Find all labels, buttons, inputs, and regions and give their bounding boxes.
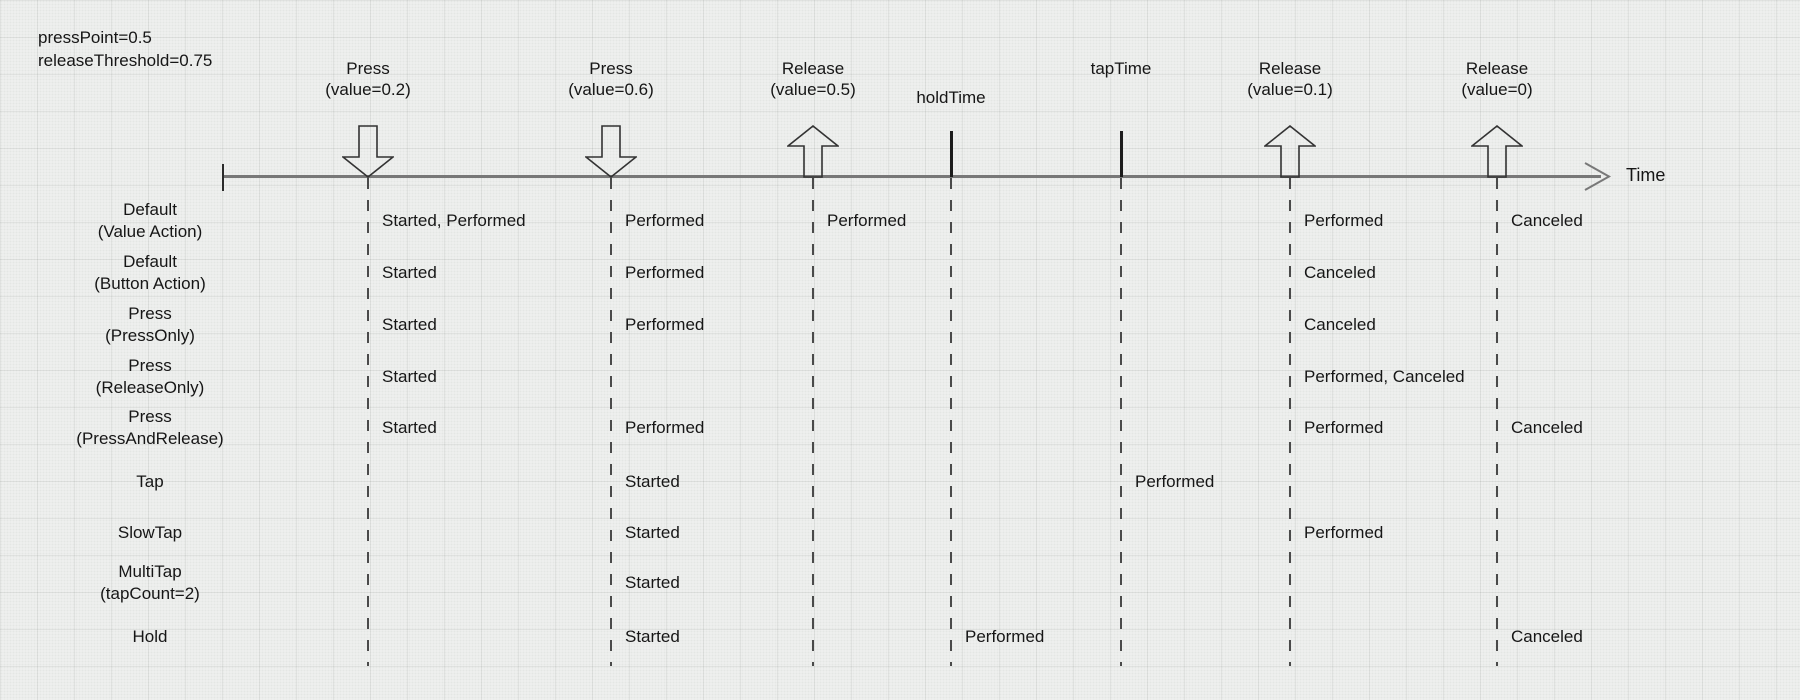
dashed-guideline-release2 <box>1289 178 1291 666</box>
time-axis-label: Time <box>1626 165 1666 185</box>
event-cell: Canceled <box>1511 418 1583 437</box>
event-cell: Canceled <box>1511 211 1583 230</box>
release-up-arrow-icon <box>1471 125 1523 178</box>
dashed-guideline-release3 <box>1496 178 1498 666</box>
event-cell: Started <box>382 367 437 386</box>
parameter-release-threshold: releaseThreshold=0.75 <box>38 51 213 70</box>
time-axis-arrowhead-icon <box>1584 162 1612 191</box>
axis-start-tick <box>222 164 224 191</box>
release-up-arrow-icon <box>787 125 839 178</box>
event-cell: Performed <box>625 315 705 334</box>
dashed-guideline-press2 <box>610 178 612 666</box>
event-cell: Performed <box>965 627 1045 646</box>
event-cell: Performed <box>1304 211 1384 230</box>
row-label-tap: Tap <box>136 472 164 491</box>
marker-label-press1: Press (value=0.2) <box>325 59 411 99</box>
press-down-arrow-icon <box>342 125 394 178</box>
marker-label-holdtime: holdTime <box>916 88 986 107</box>
row-label-default-value-action: Default(Value Action) <box>97 200 203 241</box>
dashed-guideline-holdtime <box>950 178 952 666</box>
row-label-press-pressonly: Press(PressOnly) <box>105 304 195 345</box>
event-cell: Performed, Canceled <box>1304 367 1465 386</box>
row-label-hold: Hold <box>132 627 168 646</box>
taptime-tick <box>1120 131 1123 177</box>
event-cell: Started <box>382 263 437 282</box>
release-up-arrow-icon <box>1264 125 1316 178</box>
event-cell: Started <box>382 418 437 437</box>
marker-label-press2: Press (value=0.6) <box>568 59 654 99</box>
event-cell: Started, Performed <box>382 211 526 230</box>
event-cell: Started <box>382 315 437 334</box>
press-down-arrow-icon <box>585 125 637 178</box>
parameters-note: pressPoint=0.5 releaseThreshold=0.75 <box>38 26 212 72</box>
marker-label-release1: Release (value=0.5) <box>770 59 856 99</box>
event-cell: Performed <box>625 263 705 282</box>
event-cell: Started <box>625 523 680 542</box>
row-label-press-pressandrelease: Press(PressAndRelease) <box>76 407 224 448</box>
marker-label-release3: Release (value=0) <box>1461 59 1533 99</box>
event-cell: Started <box>625 627 680 646</box>
row-label-slowtap: SlowTap <box>117 523 183 542</box>
event-cell: Canceled <box>1511 627 1583 646</box>
event-cell: Canceled <box>1304 263 1376 282</box>
marker-label-release2: Release (value=0.1) <box>1247 59 1333 99</box>
parameter-press-point: pressPoint=0.5 <box>38 28 152 47</box>
event-cell: Performed <box>827 211 907 230</box>
row-label-press-releaseonly: Press(ReleaseOnly) <box>95 356 205 397</box>
marker-label-taptime: tapTime <box>1090 59 1152 78</box>
event-cell: Started <box>625 472 680 491</box>
event-cell: Performed <box>625 418 705 437</box>
dashed-guideline-press1 <box>367 178 369 666</box>
row-label-multitap: MultiTap(tapCount=2) <box>100 562 200 603</box>
event-cell: Performed <box>1135 472 1215 491</box>
event-cell: Performed <box>625 211 705 230</box>
row-label-default-button-action: Default(Button Action) <box>94 252 206 293</box>
holdtime-tick <box>950 131 953 177</box>
event-cell: Performed <box>1304 418 1384 437</box>
time-axis-line <box>223 175 1601 178</box>
event-cell: Performed <box>1304 523 1384 542</box>
event-cell: Canceled <box>1304 315 1376 334</box>
dashed-guideline-release1 <box>812 178 814 666</box>
dashed-guideline-taptime <box>1120 178 1122 666</box>
event-cell: Started <box>625 573 680 592</box>
